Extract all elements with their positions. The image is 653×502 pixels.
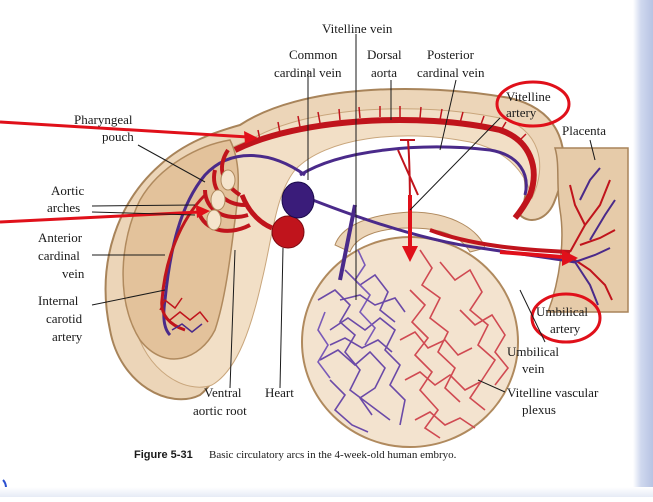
leader-lines: [91, 34, 596, 393]
label-posterior-cardinal-2: cardinal vein: [417, 65, 485, 80]
label-internal-carotid-3: artery: [52, 329, 83, 344]
figure-caption-label: Figure 5-31: [134, 449, 193, 461]
head-vessel-tufts: [159, 297, 209, 333]
diagram-labels: Vitelline vein Common cardinal vein Dors…: [38, 21, 606, 418]
pharyngeal-pouches: [206, 169, 236, 231]
label-aortic-arches-1: Aortic: [51, 183, 84, 198]
vitelline-vein-vessel: [338, 204, 357, 281]
figure-caption-text: Basic circulatory arcs in the 4-week-old…: [209, 449, 457, 461]
label-vitelline-artery-1: Vitelline: [506, 89, 551, 104]
label-pharyngeal-pouch-1: Pharyngeal: [74, 112, 133, 127]
heart-ventricle: [271, 215, 305, 249]
vitelline-artery-highlight: [495, 80, 571, 128]
internal-carotid-vessel: [160, 193, 207, 332]
placental-vessels: [569, 167, 616, 306]
label-anterior-cardinal-3: vein: [62, 266, 85, 281]
heart-outflow: [239, 194, 274, 231]
label-ventral-aortic-root-1: Ventral: [204, 385, 242, 400]
label-common-cardinal-2: cardinal vein: [274, 65, 342, 80]
posterior-cardinal-vein: [299, 145, 528, 196]
label-anterior-cardinal-2: cardinal: [38, 248, 80, 263]
label-umbilical-vein-2: vein: [522, 361, 545, 376]
label-anterior-cardinal-1: Anterior: [38, 230, 83, 245]
label-umbilical-artery-2: artery: [550, 321, 581, 336]
label-aortic-arches-2: arches: [47, 200, 80, 215]
label-internal-carotid-1: Internal: [38, 293, 79, 308]
label-dorsal-aorta-1: Dorsal: [367, 47, 402, 62]
label-pharyngeal-pouch-2: pouch: [102, 129, 134, 144]
umbilical-artery-highlight: [530, 292, 602, 344]
yolk-sac: [301, 236, 519, 448]
label-heart: Heart: [265, 385, 294, 400]
intersegmental-arteries: [257, 106, 527, 143]
label-dorsal-aorta-2: aorta: [371, 65, 397, 80]
annotation-arrows: [0, 120, 578, 266]
sinus-venosus: [281, 181, 315, 219]
label-umbilical-vein-1: Umbilical: [507, 344, 559, 359]
dorsal-aorta: [233, 116, 537, 220]
page-edge-shadow: [633, 0, 653, 497]
label-internal-carotid-2: carotid: [46, 311, 83, 326]
label-common-cardinal-1: Common: [289, 47, 338, 62]
vitelline-plexus: [317, 249, 510, 439]
label-vitelline-artery-2: artery: [506, 105, 537, 120]
umbilical-artery-vessel: [429, 228, 571, 254]
label-umbilical-artery-1: Umbilical: [536, 304, 588, 319]
label-posterior-cardinal-1: Posterior: [427, 47, 475, 62]
label-ventral-aortic-root-2: aortic root: [193, 403, 247, 418]
page-bottom-band: [0, 487, 653, 497]
placenta-tissue: [546, 147, 629, 313]
label-vitelline-plexus-2: plexus: [522, 402, 556, 417]
label-vitelline-vein: Vitelline vein: [322, 21, 393, 36]
label-placenta: Placenta: [562, 123, 606, 138]
head-region: [122, 139, 240, 360]
label-vitelline-plexus-1: Vitelline vascular: [507, 385, 599, 400]
